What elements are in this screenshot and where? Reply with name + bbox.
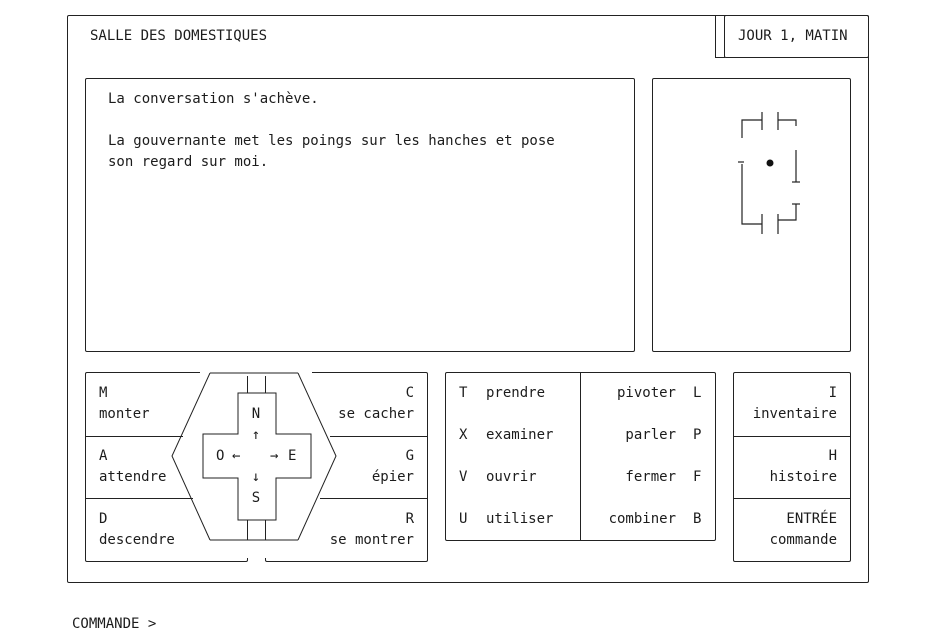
header-divider bbox=[715, 15, 716, 57]
arrow-left-icon: ← bbox=[232, 448, 241, 464]
se-montrer-button[interactable]: se montrer bbox=[329, 532, 414, 548]
compass-cross bbox=[202, 392, 312, 521]
key-u[interactable]: U bbox=[459, 511, 468, 527]
room-map bbox=[738, 112, 800, 234]
fermer-button[interactable]: fermer bbox=[625, 469, 676, 485]
epier-button[interactable]: épier bbox=[371, 469, 414, 485]
histoire-button[interactable]: histoire bbox=[769, 469, 837, 485]
key-h[interactable]: H bbox=[828, 448, 837, 464]
narrative-line: son regard sur moi. bbox=[108, 154, 269, 170]
time-indicator: JOUR 1, MATIN bbox=[738, 28, 848, 44]
compass-north[interactable]: N bbox=[251, 406, 261, 422]
key-x[interactable]: X bbox=[459, 427, 468, 443]
examiner-button[interactable]: examiner bbox=[486, 427, 554, 443]
prendre-button[interactable]: prendre bbox=[486, 385, 546, 401]
arrow-up-icon: ↑ bbox=[251, 427, 261, 443]
pivoter-button[interactable]: pivoter bbox=[616, 385, 676, 401]
key-c[interactable]: C bbox=[405, 385, 414, 401]
ouvrir-button[interactable]: ouvrir bbox=[486, 469, 537, 485]
location-title: SALLE DES DOMESTIQUES bbox=[90, 28, 268, 44]
narrative-line: La conversation s'achève. bbox=[108, 91, 319, 107]
inventaire-button[interactable]: inventaire bbox=[752, 406, 837, 422]
key-d[interactable]: D bbox=[99, 511, 108, 527]
header-divider-bottom bbox=[715, 57, 725, 58]
key-b[interactable]: B bbox=[693, 511, 702, 527]
command-prompt[interactable]: COMMANDE > bbox=[72, 616, 157, 632]
attendre-button[interactable]: attendre bbox=[99, 469, 167, 485]
key-p[interactable]: P bbox=[693, 427, 702, 443]
combiner-button[interactable]: combiner bbox=[608, 511, 676, 527]
arrow-down-icon: ↓ bbox=[251, 469, 261, 485]
monter-button[interactable]: monter bbox=[99, 406, 150, 422]
main-frame bbox=[67, 15, 869, 583]
arrow-right-icon: → bbox=[270, 448, 279, 464]
key-t[interactable]: T bbox=[459, 385, 468, 401]
narrative-panel bbox=[85, 78, 635, 352]
commande-button[interactable]: commande bbox=[769, 532, 837, 548]
key-r[interactable]: R bbox=[405, 511, 414, 527]
se-cacher-button[interactable]: se cacher bbox=[338, 406, 414, 422]
key-enter[interactable]: ENTRÉE bbox=[786, 511, 837, 527]
key-m[interactable]: M bbox=[99, 385, 108, 401]
compass-east[interactable]: E bbox=[288, 448, 297, 464]
minimap-panel bbox=[652, 78, 851, 352]
key-v[interactable]: V bbox=[459, 469, 468, 485]
narrative-line: La gouvernante met les poings sur les ha… bbox=[108, 133, 555, 149]
time-panel bbox=[724, 15, 869, 58]
descendre-button[interactable]: descendre bbox=[99, 532, 175, 548]
key-i[interactable]: I bbox=[828, 385, 837, 401]
key-a[interactable]: A bbox=[99, 448, 108, 464]
compass-south[interactable]: S bbox=[251, 490, 261, 506]
key-g[interactable]: G bbox=[405, 448, 414, 464]
compass-west[interactable]: O bbox=[216, 448, 225, 464]
key-l[interactable]: L bbox=[693, 385, 702, 401]
parler-button[interactable]: parler bbox=[625, 427, 676, 443]
compass-frame bbox=[171, 360, 337, 558]
system-panel bbox=[733, 372, 851, 562]
utiliser-button[interactable]: utiliser bbox=[486, 511, 554, 527]
key-f[interactable]: F bbox=[693, 469, 702, 485]
player-marker bbox=[766, 159, 774, 167]
